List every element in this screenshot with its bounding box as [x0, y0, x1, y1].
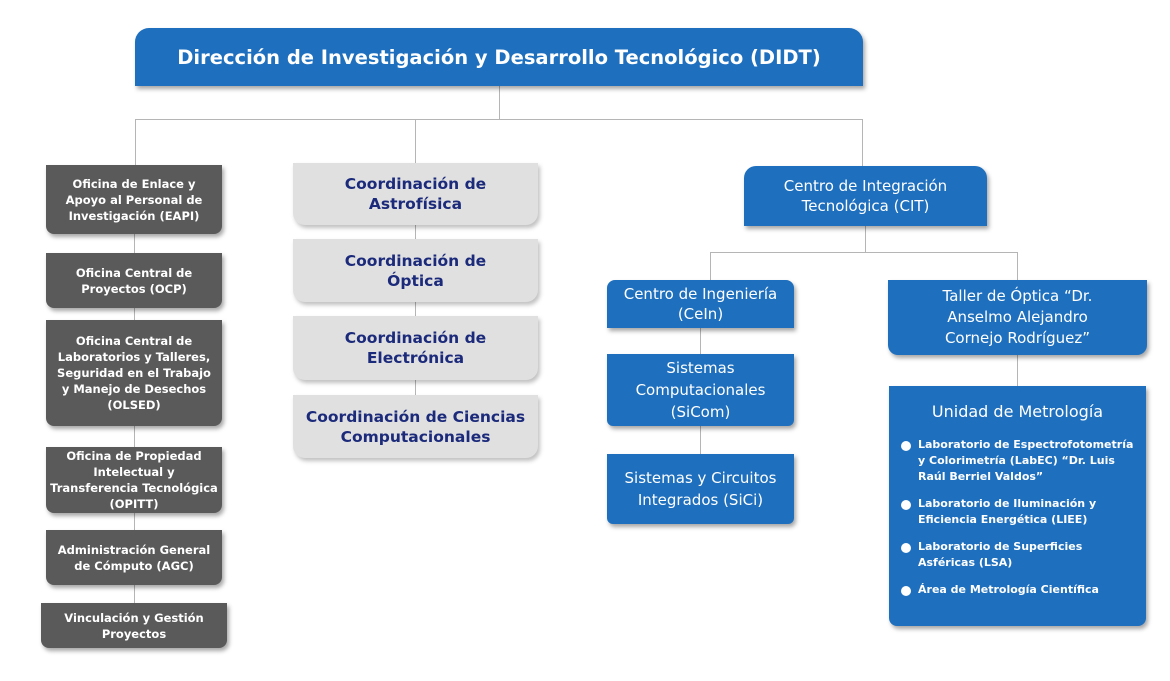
- cit-label: Centro de Integración Tecnológica (CIT): [783, 177, 948, 215]
- connector: [415, 225, 416, 395]
- taller-optica-node: Taller de Óptica “Dr. Anselmo Alejandro …: [888, 280, 1147, 355]
- root-node: Dirección de Investigación y Desarrollo …: [135, 28, 863, 86]
- office-label: Administración General de Cómputo (AGC): [57, 542, 211, 573]
- bullet-icon: [901, 543, 911, 553]
- connector: [865, 226, 866, 252]
- connector: [415, 119, 416, 163]
- sici-label: Sistemas y Circuitos Integrados (SiCi): [624, 469, 777, 509]
- coord-optica: Coordinación de Óptica: [293, 239, 538, 302]
- metrologia-item-label: Laboratorio de Espectrofotometría y Colo…: [918, 438, 1134, 483]
- office-eapi: Oficina de Enlace y Apoyo al Personal de…: [46, 165, 222, 234]
- connector: [135, 119, 136, 165]
- taller-optica-label: Taller de Óptica “Dr. Anselmo Alejandro …: [942, 287, 1093, 347]
- office-label: Vinculación y Gestión Proyectos: [64, 610, 204, 641]
- metrologia-item: Laboratorio de Iluminación y Eficiencia …: [901, 496, 1136, 528]
- cein-node: Centro de Ingeniería (CeIn): [607, 280, 794, 328]
- metrologia-list: Laboratorio de Espectrofotometría y Colo…: [889, 437, 1146, 598]
- root-title: Dirección de Investigación y Desarrollo …: [177, 45, 821, 69]
- connector: [135, 119, 863, 120]
- coord-label: Coordinación de Electrónica: [344, 329, 487, 367]
- office-ocp: Oficina Central de Proyectos (OCP): [46, 253, 222, 308]
- coord-ciencias-computacionales: Coordinación de Ciencias Computacionales: [293, 395, 538, 458]
- metrologia-node: Unidad de Metrología Laboratorio de Espe…: [889, 386, 1146, 626]
- bullet-icon: [901, 500, 911, 510]
- cit-node: Centro de Integración Tecnológica (CIT): [744, 166, 987, 226]
- metrologia-item: Laboratorio de Espectrofotometría y Colo…: [901, 437, 1136, 485]
- connector: [1017, 252, 1018, 280]
- coord-astrofisica: Coordinación de Astrofísica: [293, 163, 538, 225]
- coord-label: Coordinación de Ciencias Computacionales: [305, 407, 526, 446]
- sicom-node: Sistemas Computacionales (SiCom): [607, 354, 794, 426]
- coord-electronica: Coordinación de Electrónica: [293, 316, 538, 380]
- office-label: Oficina Central de Laboratorios y Taller…: [57, 334, 211, 412]
- metrologia-item: Laboratorio de Superficies Asféricas (LS…: [901, 539, 1136, 571]
- metrologia-item-label: Laboratorio de Superficies Asféricas (LS…: [918, 540, 1083, 569]
- office-label: Oficina de Propiedad Intelectual y Trans…: [50, 449, 218, 511]
- bullet-icon: [901, 586, 911, 596]
- connector: [710, 252, 711, 280]
- cein-label: Centro de Ingeniería (CeIn): [623, 285, 778, 323]
- metrologia-title: Unidad de Metrología: [931, 402, 1104, 421]
- connector: [499, 86, 500, 119]
- connector: [862, 119, 863, 166]
- office-label: Oficina Central de Proyectos (OCP): [75, 265, 193, 296]
- metrologia-item-label: Área de Metrología Científica: [918, 583, 1099, 596]
- office-opitt: Oficina de Propiedad Intelectual y Trans…: [46, 447, 222, 513]
- office-olsed: Oficina Central de Laboratorios y Taller…: [46, 320, 222, 426]
- office-vinculacion: Vinculación y Gestión Proyectos: [41, 603, 227, 648]
- coord-label: Coordinación de Astrofísica: [344, 175, 487, 213]
- sicom-label: Sistemas Computacionales (SiCom): [635, 359, 766, 421]
- office-agc: Administración General de Cómputo (AGC): [46, 530, 222, 585]
- office-label: Oficina de Enlace y Apoyo al Personal de…: [65, 176, 203, 223]
- connector: [1017, 355, 1018, 386]
- connector: [710, 252, 1018, 253]
- coord-label: Coordinación de Óptica: [344, 251, 487, 290]
- bullet-icon: [901, 441, 911, 451]
- metrologia-item: Área de Metrología Científica: [901, 582, 1136, 598]
- sici-node: Sistemas y Circuitos Integrados (SiCi): [607, 454, 794, 524]
- metrologia-item-label: Laboratorio de Iluminación y Eficiencia …: [918, 497, 1097, 526]
